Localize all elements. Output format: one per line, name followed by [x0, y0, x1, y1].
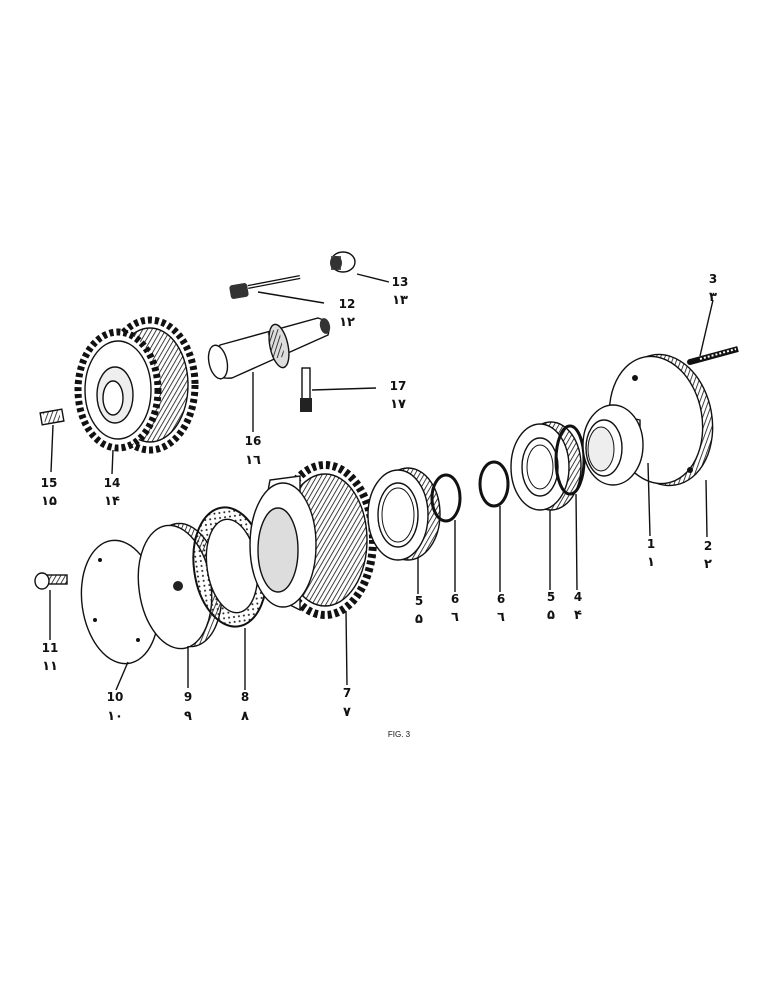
callout-5-right: 5 ۵	[547, 590, 555, 623]
part-13-plug	[330, 251, 356, 273]
callout-17: 17 ١٧	[390, 379, 407, 412]
part-17-bolt	[300, 367, 312, 412]
callout-6-right: 6 ٦	[497, 592, 505, 625]
callout-4-num-ar: ۴	[574, 608, 582, 623]
callout-6a-num: 6	[451, 592, 459, 606]
callout-12-num-ar: ١٢	[339, 315, 355, 330]
callout-9-num: 9	[184, 690, 192, 704]
part-15-set-screw	[39, 408, 65, 426]
callout-17-num-ar: ١٧	[390, 397, 406, 412]
part-7-drive-gear	[249, 461, 377, 619]
callout-6a-num-ar: ٦	[451, 610, 459, 625]
part-5-bearing-right	[510, 421, 582, 511]
callout-6-left: 6 ٦	[451, 592, 459, 625]
callout-8: 8 ٨	[241, 690, 249, 724]
callout-8-num-ar: ٨	[241, 709, 249, 724]
callout-16: 16 ١٦	[245, 434, 262, 468]
callout-5a-num: 5	[415, 594, 423, 608]
callout-11-num: 11	[42, 641, 59, 655]
callout-7-num: 7	[343, 686, 351, 700]
part-3-stud	[689, 346, 739, 365]
callout-10-num: 10	[107, 690, 124, 704]
callout-3-num-ar: ٣	[709, 290, 717, 305]
callout-8-num: 8	[241, 690, 249, 704]
part-12-pin	[229, 275, 301, 299]
leader-lines	[49, 273, 714, 691]
callout-9-num-ar: ٩	[184, 709, 192, 724]
callout-13-num: 13	[392, 275, 409, 289]
callout-5b-num-ar: ۵	[547, 608, 555, 623]
callout-16-num: 16	[245, 434, 262, 448]
callout-14-num-ar: ١۴	[104, 494, 120, 509]
callout-13-num-ar: ١٣	[392, 293, 408, 308]
callout-12: 12 ١٢	[339, 297, 356, 330]
callout-4: 4 ۴	[574, 590, 582, 623]
part-11-cap-screw	[34, 572, 68, 590]
callout-13: 13 ١٣	[392, 275, 409, 308]
figure-caption: FIG. 3	[388, 730, 411, 739]
callout-12-num: 12	[339, 297, 356, 311]
part-6-snap-ring-left	[430, 473, 462, 523]
callout-14: 14 ١۴	[104, 476, 121, 509]
callout-10: 10 ١٠	[107, 690, 124, 724]
part-8-gasket	[192, 506, 268, 628]
part-5-bearing-left	[367, 467, 441, 561]
callout-15-num-ar: ١۵	[41, 494, 57, 509]
callout-7-num-ar: ٧	[343, 705, 351, 720]
callout-6b-num-ar: ٦	[497, 610, 505, 625]
callout-1: 1 ١	[647, 537, 655, 570]
callout-5-left: 5 ۵	[415, 594, 423, 627]
callout-4-num: 4	[574, 590, 582, 604]
callout-17-num: 17	[390, 379, 407, 393]
callout-1-num-ar: ١	[647, 555, 655, 570]
callout-14-num: 14	[104, 476, 121, 490]
callout-3: 3 ٣	[709, 272, 717, 305]
callout-2: 2 ٢	[704, 539, 712, 572]
callout-15-num: 15	[41, 476, 58, 490]
callout-10-num-ar: ١٠	[107, 709, 123, 724]
callout-1-num: 1	[647, 537, 655, 551]
callout-9: 9 ٩	[184, 690, 192, 724]
callout-2-num: 2	[704, 539, 712, 553]
part-16-shaft	[207, 317, 331, 380]
part-4-seal	[554, 424, 586, 496]
part-1-housing	[582, 353, 714, 487]
callout-6b-num: 6	[497, 592, 505, 606]
callout-16-num-ar: ١٦	[245, 453, 261, 468]
part-6-snap-ring-right	[478, 460, 510, 508]
callout-5a-num-ar: ۵	[415, 612, 423, 627]
callout-11: 11 ١١	[42, 641, 59, 674]
callout-5b-num: 5	[547, 590, 555, 604]
callout-3-num: 3	[709, 272, 717, 286]
callout-2-num-ar: ٢	[704, 557, 712, 572]
part-14-cluster-gear	[74, 316, 199, 454]
callout-15: 15 ١۵	[41, 476, 58, 509]
callout-7: 7 ٧	[343, 686, 351, 720]
callout-11-num-ar: ١١	[42, 659, 58, 674]
